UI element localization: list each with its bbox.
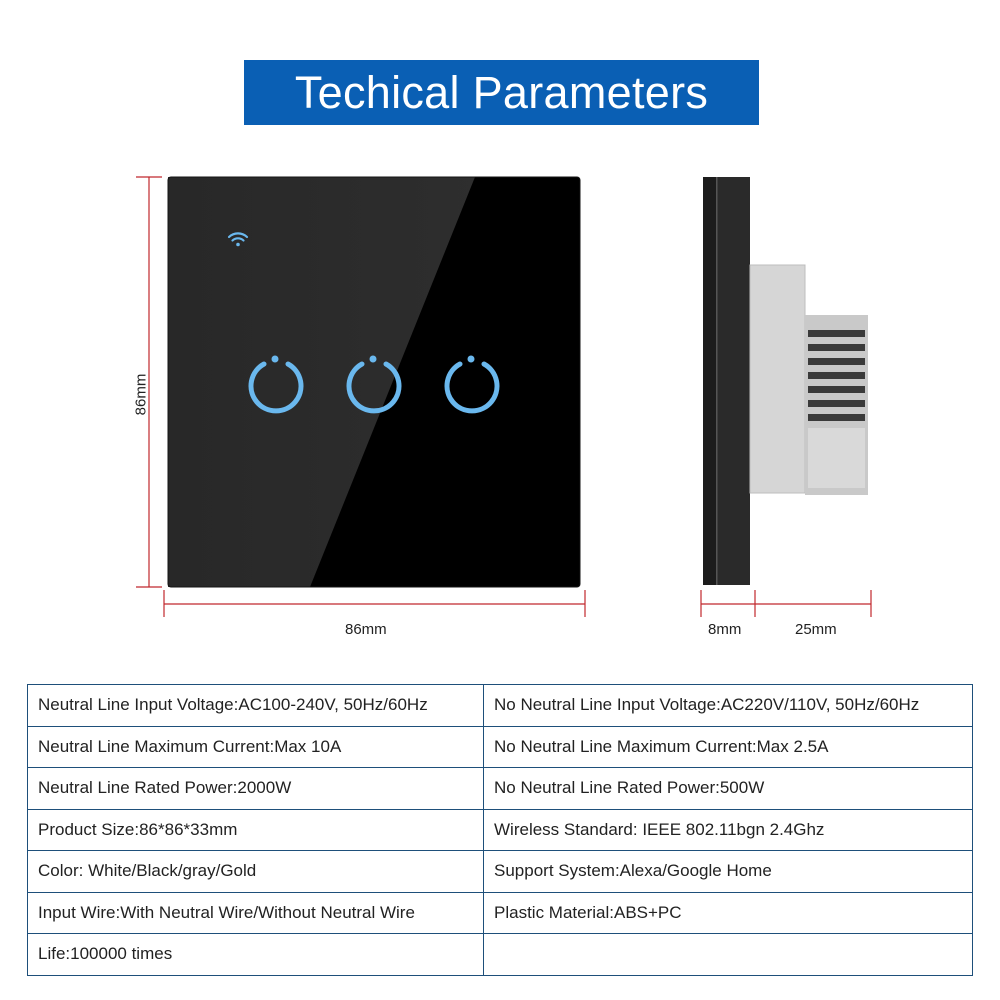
switch-side-view bbox=[703, 177, 868, 585]
table-row: Neutral Line Input Voltage:AC100-240V, 5… bbox=[27, 684, 973, 727]
table-row: Color: White/Black/gray/Gold Support Sys… bbox=[27, 850, 973, 893]
table-row: Neutral Line Maximum Current:Max 10A No … bbox=[27, 725, 973, 768]
table-row: Input Wire:With Neutral Wire/Without Neu… bbox=[27, 891, 973, 934]
table-cell: No Neutral Line Rated Power:500W bbox=[483, 767, 973, 810]
touch-button-2[interactable] bbox=[346, 355, 402, 414]
switch-front-panel bbox=[167, 176, 581, 588]
table-cell bbox=[483, 933, 973, 976]
width-label: 86mm bbox=[345, 621, 387, 638]
page-title: Techical Parameters bbox=[244, 60, 759, 125]
wifi-icon bbox=[227, 232, 249, 247]
touch-button-3[interactable] bbox=[444, 355, 500, 414]
width-dimension-line bbox=[163, 590, 586, 617]
parameters-table: Neutral Line Input Voltage:AC100-240V, 5… bbox=[27, 684, 973, 976]
table-row: Life:100000 times bbox=[27, 933, 973, 976]
depth-front-label: 8mm bbox=[708, 621, 742, 638]
height-dimension-line bbox=[136, 176, 162, 588]
table-cell: Plastic Material:ABS+PC bbox=[483, 891, 973, 934]
power-icon bbox=[248, 355, 304, 414]
table-row: Neutral Line Rated Power:2000W No Neutra… bbox=[27, 767, 973, 810]
height-label: 86mm bbox=[132, 373, 150, 416]
table-cell: Support System:Alexa/Google Home bbox=[483, 850, 973, 893]
table-cell: No Neutral Line Maximum Current:Max 2.5A bbox=[483, 725, 973, 768]
table-cell: No Neutral Line Input Voltage:AC220V/110… bbox=[483, 684, 973, 727]
power-icon bbox=[444, 355, 500, 414]
table-cell: Wireless Standard: IEEE 802.11bgn 2.4Ghz bbox=[483, 808, 973, 851]
table-cell: Life:100000 times bbox=[27, 933, 484, 976]
table-cell: Product Size:86*86*33mm bbox=[27, 808, 484, 851]
table-cell: Neutral Line Rated Power:2000W bbox=[27, 767, 484, 810]
table-cell: Neutral Line Maximum Current:Max 10A bbox=[27, 725, 484, 768]
table-cell: Neutral Line Input Voltage:AC100-240V, 5… bbox=[27, 684, 484, 727]
power-icon bbox=[346, 355, 402, 414]
table-row: Product Size:86*86*33mm Wireless Standar… bbox=[27, 808, 973, 851]
touch-button-1[interactable] bbox=[248, 355, 304, 414]
table-cell: Input Wire:With Neutral Wire/Without Neu… bbox=[27, 891, 484, 934]
depth-back-label: 25mm bbox=[795, 621, 837, 638]
table-cell: Color: White/Black/gray/Gold bbox=[27, 850, 484, 893]
product-dimension-diagram bbox=[136, 176, 872, 617]
depth-dimension-line bbox=[700, 590, 872, 617]
